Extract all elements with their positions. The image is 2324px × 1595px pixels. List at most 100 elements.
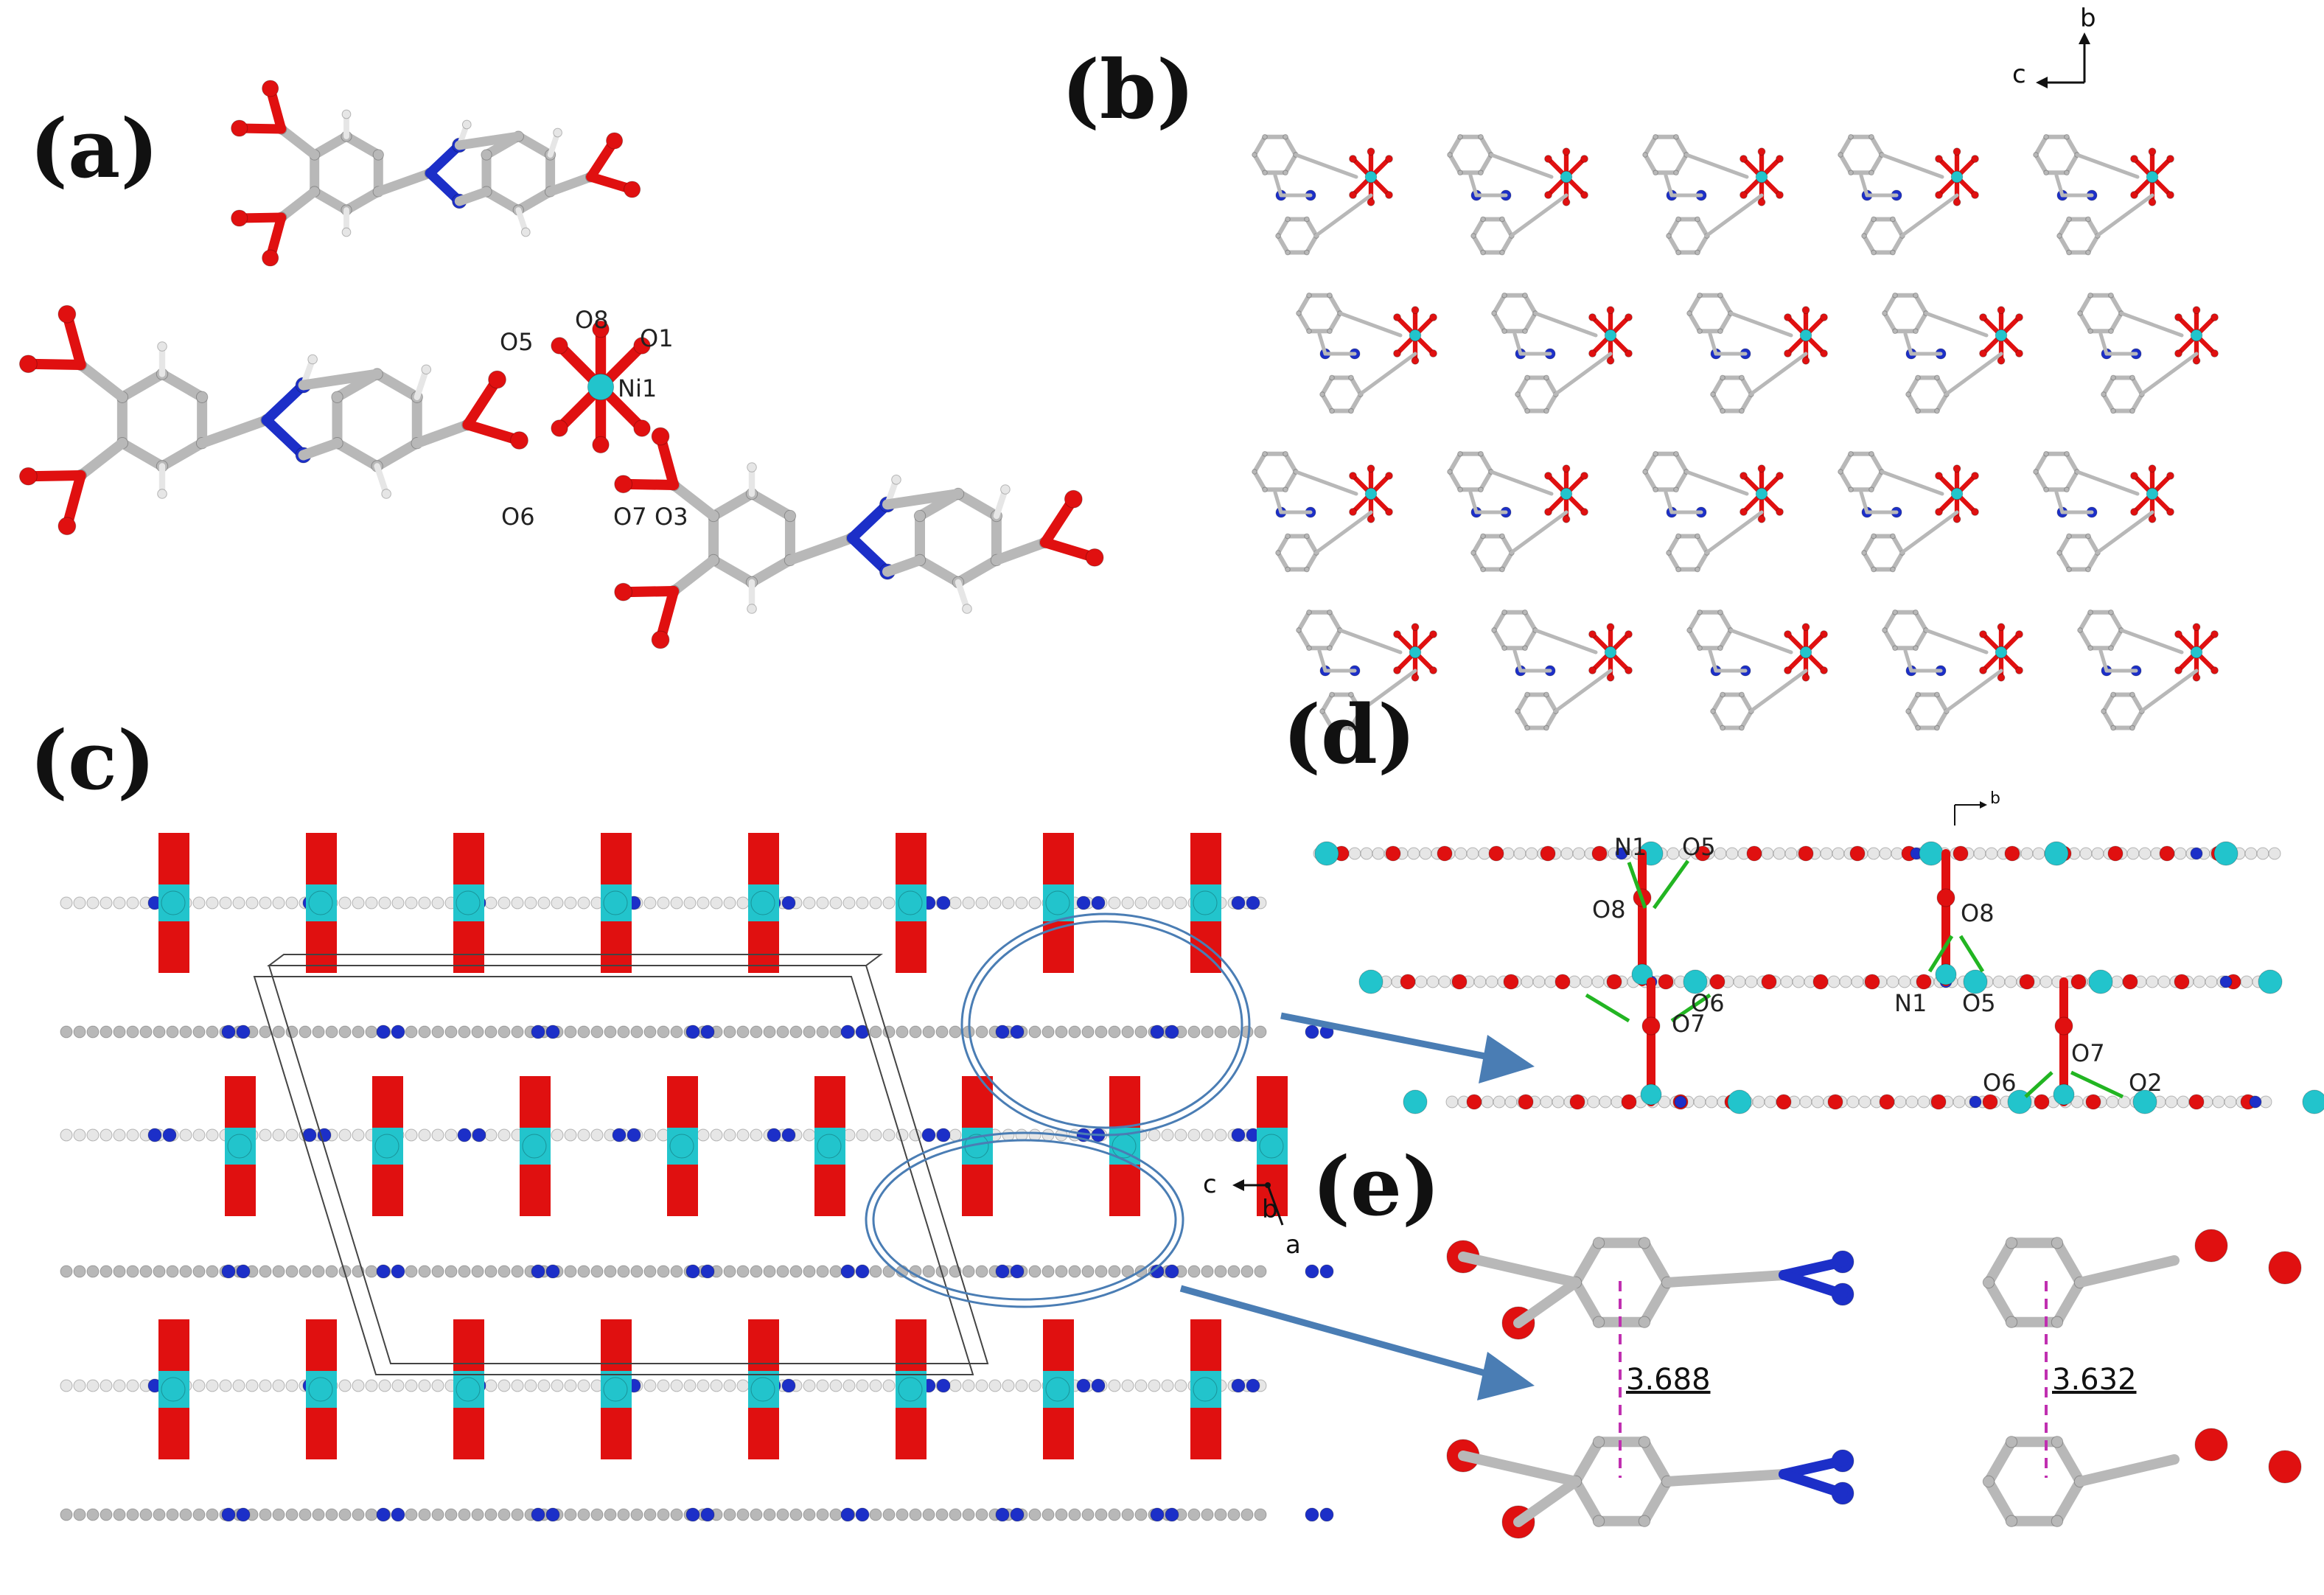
nitrogen-atom: [1305, 1025, 1319, 1039]
layer-atom: [1108, 1025, 1121, 1039]
axis-b-label-d: b: [1990, 789, 2000, 808]
bond: [1859, 490, 1869, 514]
nickel-atom: [1683, 969, 1708, 994]
ring-bond: [1523, 311, 1538, 334]
carbon-atom: [1720, 725, 1725, 731]
ring-bond: [1718, 628, 1733, 651]
carbon-atom: [2066, 216, 2072, 223]
ring-bond: [1687, 293, 1702, 315]
carbon-atom: [2085, 249, 2091, 256]
carbon-atom: [1252, 469, 1257, 475]
ring-bond: [1687, 610, 1702, 632]
layer-atom: [206, 1508, 219, 1521]
layer-atom: [126, 1128, 139, 1142]
ring-bond: [2052, 1277, 2085, 1327]
nickel-atom: [1950, 487, 1964, 500]
layer-atom: [723, 896, 736, 910]
ring-bond: [116, 369, 167, 402]
nitrogen-atom: [855, 1507, 870, 1522]
ring-bond: [1639, 1476, 1672, 1526]
nitrogen-atom: [162, 1128, 177, 1142]
ring-bond: [1349, 692, 1363, 713]
layer-atom: [1148, 1128, 1161, 1142]
carbon-atom: [1720, 374, 1725, 381]
layer-atom: [418, 1379, 431, 1392]
axis-b-label-c: b: [1262, 1195, 1278, 1224]
layer-atom: [1407, 847, 1420, 860]
layer-atom: [1081, 1508, 1095, 1521]
hbond-O6-left-b: [1670, 993, 1711, 1023]
layer-atom: [670, 1025, 683, 1039]
oxygen-atom: [2159, 845, 2175, 862]
ring-bond: [1492, 293, 1507, 315]
layer-atom: [431, 896, 444, 910]
carbon-atom: [195, 391, 209, 403]
h-bond-stick: [993, 486, 1009, 520]
hydrogen-atom: [747, 462, 757, 472]
layer-atom: [829, 1508, 842, 1521]
layer-atom: [1360, 847, 1373, 860]
carbon-atom: [1252, 152, 1257, 158]
layer-atom: [1667, 847, 1680, 860]
carbon-atom: [1890, 533, 1896, 540]
layer-atom: [1028, 1265, 1041, 1278]
layer-atom: [352, 1379, 365, 1392]
layer-atom: [1985, 847, 1998, 860]
layer-atom: [1148, 1379, 1161, 1392]
layer-atom: [1493, 1095, 1506, 1109]
layer-atom: [617, 1265, 630, 1278]
bond: [1553, 669, 1613, 713]
carbon-atom: [1675, 533, 1681, 540]
layer-atom: [1095, 1025, 1108, 1039]
oxygen-atom: [1562, 514, 1571, 523]
ring-bond: [1838, 153, 1853, 175]
carbon-atom: [1499, 249, 1505, 256]
layer-atom: [2193, 975, 2206, 988]
oxygen-atom: [1580, 472, 1588, 480]
oxygen-atom: [1385, 472, 1393, 480]
carbon-atom: [1480, 216, 1486, 223]
oxygen-atom: [624, 181, 641, 198]
nickel-atom: [669, 1134, 694, 1159]
layer-atom: [1521, 975, 1534, 988]
ring-bond: [1935, 709, 1949, 730]
ring-bond: [1515, 709, 1529, 730]
layer-atom: [272, 1508, 285, 1521]
ring-bond: [1500, 217, 1514, 238]
bond: [1880, 470, 1944, 496]
layer-atom: [1898, 975, 1911, 988]
ring-bond: [1983, 1238, 2017, 1288]
bond: [75, 438, 128, 481]
bond: [1317, 332, 1327, 356]
carbon-atom: [1592, 1515, 1605, 1527]
layer-atom: [272, 1379, 285, 1392]
ring-bond: [1711, 392, 1725, 413]
ring-bond: [1571, 1476, 1604, 1526]
layer-atom: [272, 1265, 285, 1278]
oxygen-atom: [1776, 155, 1784, 163]
carbon-atom: [1524, 691, 1530, 698]
oxygen-atom: [633, 337, 651, 355]
layer-atom: [1201, 1025, 1214, 1039]
ring-bond: [1252, 153, 1267, 175]
layer-atom: [206, 1379, 219, 1392]
carbon-atom: [1739, 691, 1745, 698]
layer-atom: [789, 1265, 803, 1278]
oxygen-atom: [1400, 974, 1416, 990]
carbon-atom: [2077, 310, 2083, 316]
oxygen-atom: [1971, 191, 1979, 199]
oxygen-atom: [1739, 191, 1748, 199]
oxygen-atom: [1658, 974, 1674, 990]
ring-bond: [157, 369, 208, 402]
oxygen-atom: [2174, 313, 2182, 321]
layer-atom: [577, 1128, 590, 1142]
nickel-atom: [2213, 841, 2238, 866]
label-Ni1: Ni1: [618, 374, 657, 402]
carbon-atom: [1653, 133, 1658, 140]
ring-bond: [1643, 134, 1658, 157]
bond: [1944, 669, 2003, 713]
layer-atom: [86, 896, 100, 910]
ring-bond: [513, 186, 556, 215]
bond: [276, 186, 320, 223]
bond: [2098, 332, 2109, 356]
